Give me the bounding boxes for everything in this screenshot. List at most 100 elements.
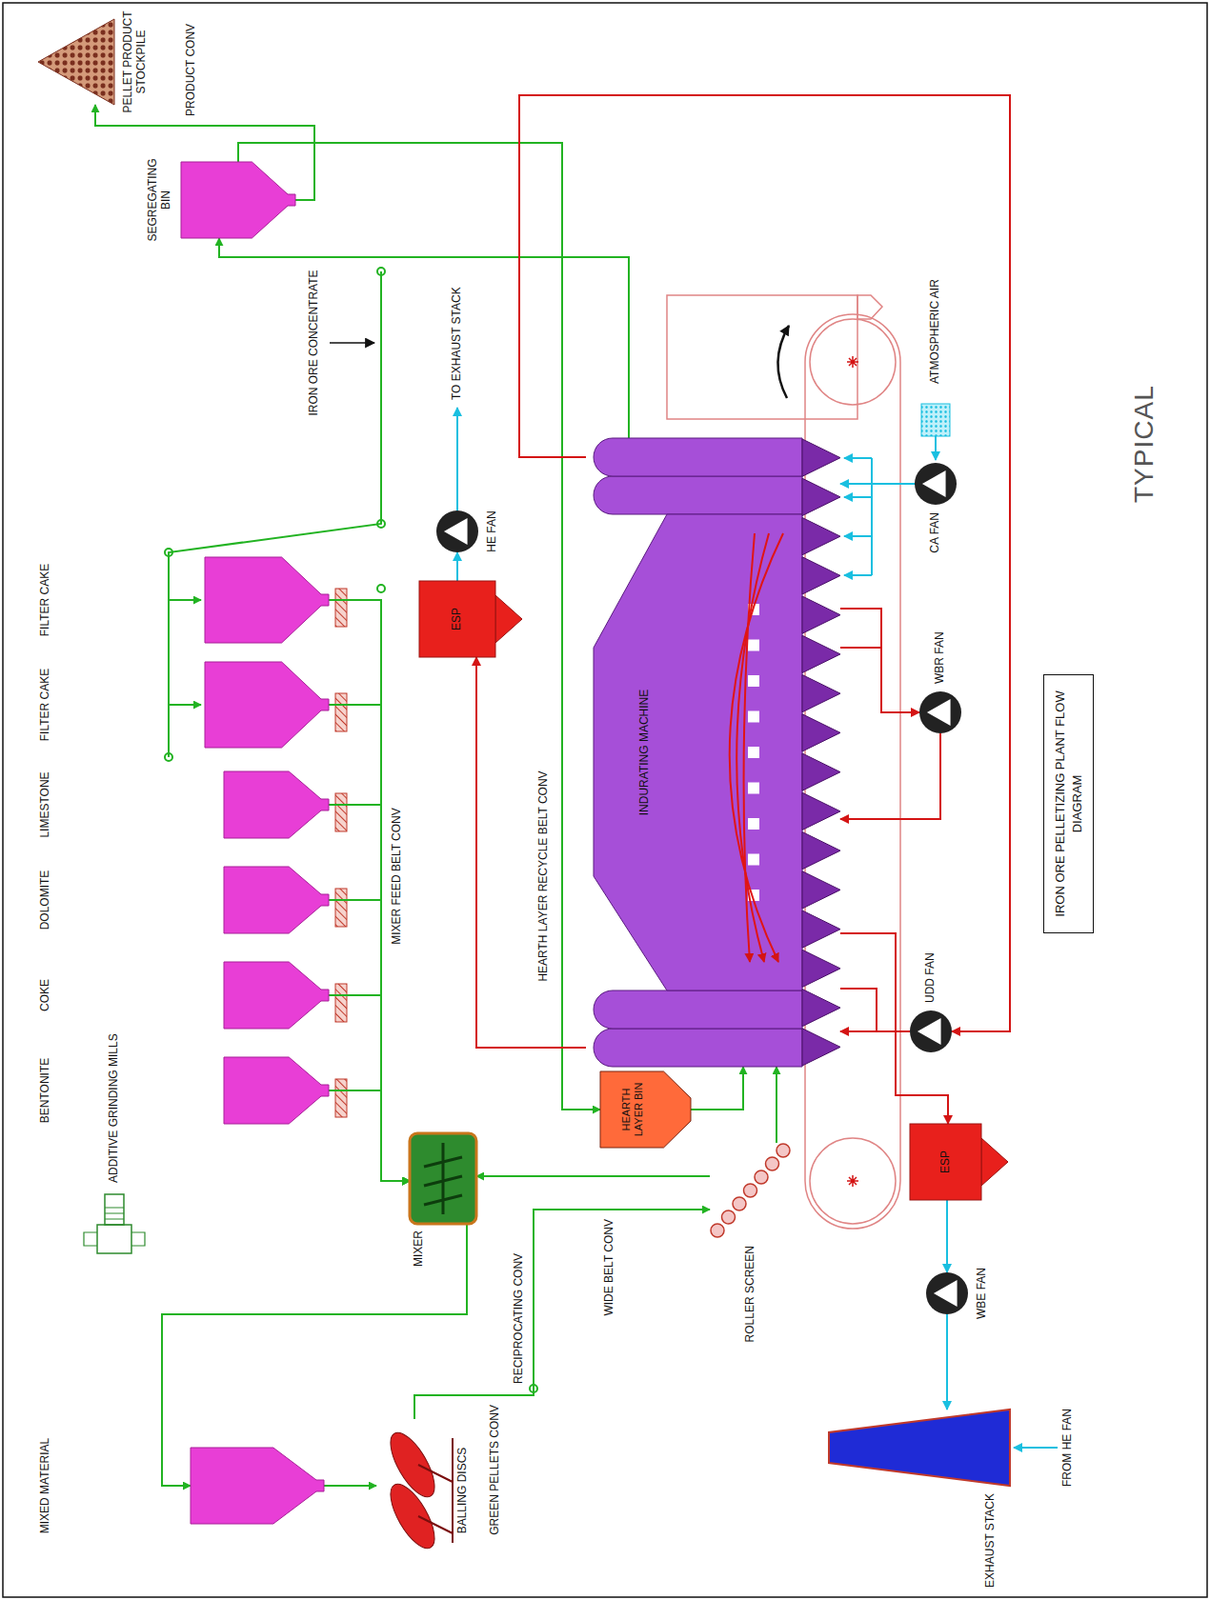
hood-dome bbox=[593, 438, 803, 477]
flow-connector bbox=[840, 933, 948, 1125]
node-outline bbox=[223, 962, 329, 1029]
node-outline bbox=[204, 557, 329, 644]
flow-connector bbox=[476, 657, 586, 1049]
flow-connector bbox=[519, 95, 1010, 1032]
stack-body bbox=[828, 1410, 1010, 1487]
flow-connector bbox=[946, 1200, 948, 1273]
indurating-machine: INDURATING MACHINE bbox=[585, 438, 841, 1068]
node-outline bbox=[223, 1057, 329, 1125]
flow-connector bbox=[946, 1314, 948, 1411]
fan-impeller bbox=[927, 699, 951, 726]
wind-box bbox=[802, 635, 841, 673]
storage-bin: FILTER CAKE bbox=[204, 662, 329, 748]
node-outline bbox=[76, 1190, 153, 1258]
node-label: EXHAUST STACK bbox=[984, 1493, 998, 1589]
flow-connector bbox=[161, 1224, 467, 1487]
node-label: HEARTH LAYER BIN bbox=[621, 1075, 646, 1145]
node-label: WBE FAN bbox=[975, 1268, 989, 1320]
gas-duct bbox=[840, 608, 882, 648]
burner-port bbox=[747, 854, 760, 867]
screen-roll bbox=[776, 1144, 790, 1158]
hood-dome bbox=[593, 990, 803, 1029]
node-outline bbox=[190, 1448, 324, 1525]
pile-heap bbox=[38, 19, 115, 105]
storage-bin: FILTER CAKE bbox=[204, 557, 329, 644]
screen-roll bbox=[722, 1210, 736, 1225]
flow-connector bbox=[476, 1175, 710, 1178]
node-outline bbox=[914, 463, 957, 505]
node-outline bbox=[436, 510, 479, 553]
wind-box bbox=[802, 753, 841, 791]
concentrate-conveyor bbox=[168, 599, 202, 602]
node-outline bbox=[600, 1071, 691, 1149]
cooling-air-duct bbox=[870, 458, 873, 576]
flow-connector bbox=[328, 705, 410, 1182]
flow-label: RECIPROCATING CONV bbox=[512, 1251, 526, 1387]
storage-bin: MIXED MATERIAL bbox=[190, 1448, 324, 1525]
screen-roll bbox=[766, 1157, 780, 1171]
air-filter bbox=[921, 403, 950, 437]
grinding-mill: ADDITIVE GRINDING MILLS bbox=[76, 1190, 153, 1258]
bin-outline bbox=[181, 161, 296, 239]
bin-outline bbox=[600, 1071, 691, 1149]
flow-label: IRON ORE CONCENTRATE bbox=[307, 267, 322, 418]
bin-outline bbox=[223, 771, 329, 839]
mill-detail bbox=[83, 1208, 145, 1247]
node-outline bbox=[919, 691, 962, 734]
mixer-paddles bbox=[423, 1143, 463, 1215]
flow-label: WIDE BELT CONV bbox=[603, 1217, 617, 1319]
storage-bin: LIMESTONE bbox=[223, 771, 329, 839]
wind-box bbox=[802, 675, 841, 713]
esp-body bbox=[909, 1124, 982, 1201]
storage-bin: SEGREGATING BIN bbox=[181, 161, 296, 239]
bin-outline bbox=[223, 962, 329, 1029]
wind-box bbox=[802, 910, 841, 948]
bin-outline bbox=[223, 867, 329, 934]
concentrate-conveyor bbox=[168, 271, 382, 758]
cooling-air-duct bbox=[1013, 1447, 1058, 1450]
node-label: DOLOMITE bbox=[39, 870, 53, 931]
node-label: ADDITIVE GRINDING MILLS bbox=[107, 1033, 121, 1184]
precipitator-box: ESP bbox=[909, 1124, 982, 1201]
esp-hopper bbox=[981, 1138, 1009, 1187]
flow-connector bbox=[414, 1210, 710, 1420]
cooling-air-duct bbox=[844, 574, 872, 577]
node-label: HE FAN bbox=[485, 510, 500, 552]
fan-symbol: WBR FAN bbox=[919, 691, 962, 734]
flow-connector bbox=[775, 1067, 778, 1144]
travelling-grate bbox=[857, 295, 883, 320]
fan-impeller bbox=[917, 1018, 942, 1046]
cooling-air-duct bbox=[457, 407, 1058, 1449]
gas-flow-arrow bbox=[744, 533, 755, 963]
wind-box bbox=[802, 714, 841, 752]
flow-connector bbox=[840, 647, 920, 713]
wind-box bbox=[802, 478, 841, 516]
disc-stand bbox=[418, 1438, 453, 1544]
node-label: LIMESTONE bbox=[39, 771, 53, 838]
node-label: INDURATING MACHINE bbox=[638, 689, 652, 816]
fan-symbol: WBE FAN bbox=[926, 1272, 968, 1315]
flow-connector bbox=[328, 805, 410, 1182]
fan-casing bbox=[436, 510, 479, 553]
fan-impeller bbox=[922, 470, 947, 498]
esp-hopper bbox=[495, 595, 1009, 1187]
fan-impeller bbox=[933, 1280, 958, 1308]
screen-roll bbox=[710, 1224, 725, 1238]
node-label: WBR FAN bbox=[933, 631, 948, 685]
cooling-air-duct bbox=[844, 535, 872, 538]
node-label: BALLING DISCS bbox=[456, 1448, 470, 1535]
node-outline bbox=[828, 1410, 1010, 1487]
screen-roll bbox=[754, 1170, 768, 1185]
screw-feeder bbox=[335, 588, 347, 627]
bin-outline bbox=[223, 1057, 329, 1125]
travelling-grate bbox=[666, 295, 858, 420]
rotation-arrow bbox=[777, 325, 789, 399]
flow-label: ATMOSPHERIC AIR bbox=[928, 277, 943, 386]
screen-roll bbox=[744, 1184, 758, 1198]
wind-box bbox=[802, 439, 841, 477]
node-outline bbox=[204, 662, 329, 748]
flow-connector bbox=[840, 733, 941, 820]
node-outline bbox=[585, 438, 841, 1068]
flow-label: TO EXHAUST STACK bbox=[450, 284, 464, 403]
